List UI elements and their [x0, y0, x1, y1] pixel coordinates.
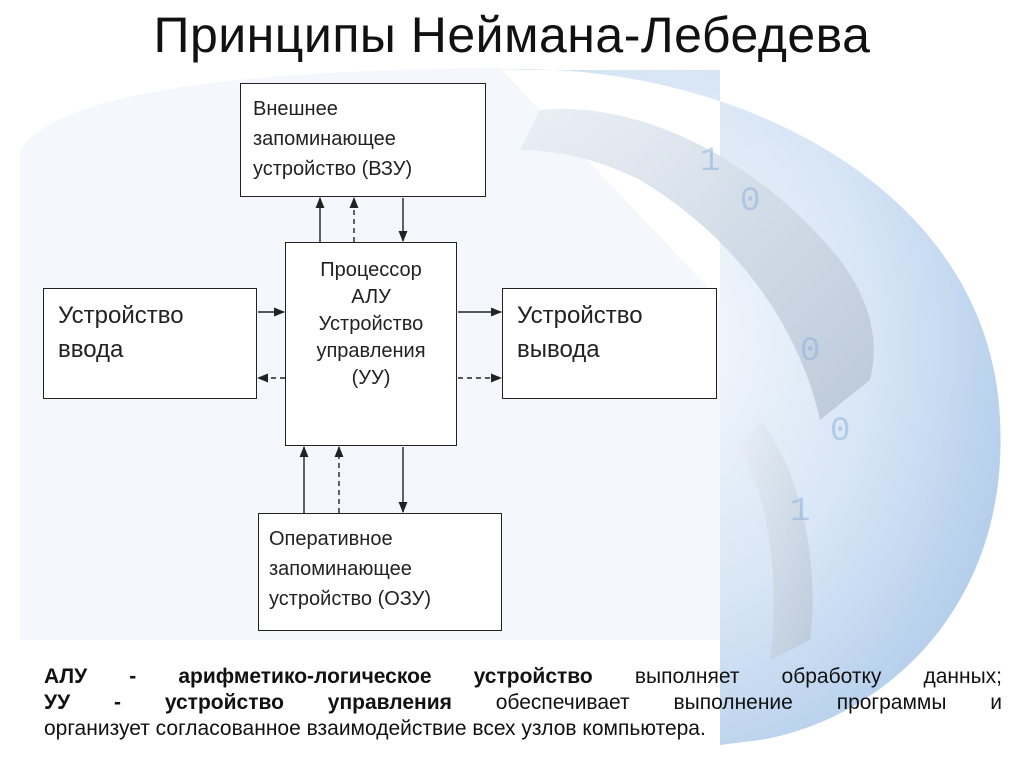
uu-definition: обеспечивает выполнение программы и — [451, 691, 1002, 714]
box-input-device: Устройство ввода — [43, 288, 257, 399]
box-external-storage: Внешнее запоминающее устройство (ВЗУ) — [240, 83, 486, 197]
box-external-storage-label: Внешнее запоминающее устройство (ВЗУ) — [253, 98, 413, 180]
svg-text:0: 0 — [830, 413, 850, 451]
svg-text:1: 1 — [700, 143, 720, 181]
description-line-uu: УУ - устройство управления обеспечивает … — [44, 690, 1002, 716]
description-line-alu: АЛУ - арифметико-логическое устройство в… — [44, 664, 1002, 690]
description-line-3: организует согласованное взаимодействие … — [44, 717, 706, 740]
box-ram-label: Оперативное запоминающее устройство (ОЗУ… — [269, 528, 432, 610]
box-processor: Процессор АЛУ Устройство управления (УУ) — [285, 242, 457, 446]
box-input-device-label: Устройство ввода — [58, 302, 184, 363]
uu-term: УУ - устройство управления — [44, 691, 452, 714]
svg-text:1: 1 — [790, 493, 810, 531]
description: АЛУ - арифметико-логическое устройство в… — [44, 664, 1002, 742]
svg-text:0: 0 — [740, 183, 760, 221]
alu-definition: выполняет обработку данных; — [592, 665, 1003, 688]
page-title: Принципы Неймана-Лебедева — [153, 7, 871, 63]
box-output-device: Устройство вывода — [502, 288, 717, 399]
box-ram: Оперативное запоминающее устройство (ОЗУ… — [258, 513, 502, 631]
alu-term: АЛУ - арифметико-логическое устройство — [44, 665, 593, 688]
svg-text:0: 0 — [800, 333, 820, 371]
box-output-device-label: Устройство вывода — [517, 302, 643, 363]
box-processor-label: Процессор АЛУ Устройство управления (УУ) — [316, 259, 426, 389]
